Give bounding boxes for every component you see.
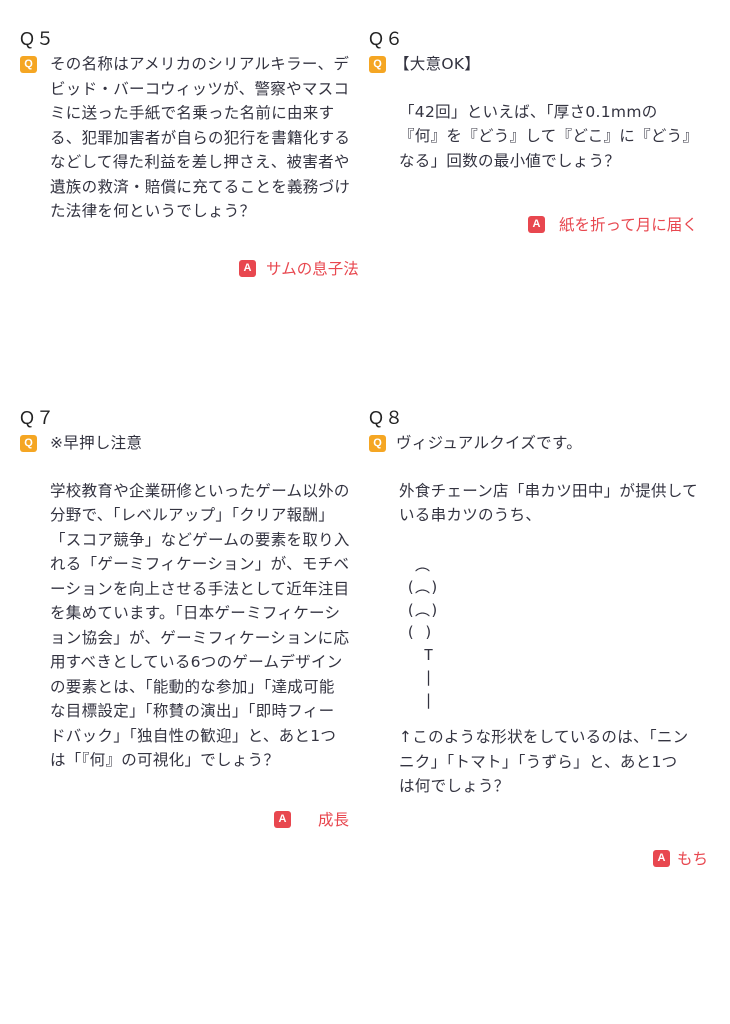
quiz-q6: Q６ Q 【大意OK】 「42回」といえば、「厚さ0.1mmの 『何』を『どう』… — [369, 28, 714, 173]
question-number: Q５ — [20, 29, 57, 49]
question-number: Q６ — [369, 29, 406, 49]
question-row: Q ヴィジュアルクイズです。 — [369, 431, 714, 456]
question-badge-icon: Q — [20, 435, 37, 452]
answer-text: サムの息子法 — [266, 260, 359, 278]
quiz-q8: Q８ Q ヴィジュアルクイズです。 外食チェーン店「串カツ田中」が提供して いる… — [369, 407, 714, 799]
question-text: ↑このような形状をしているのは、「ニン ニク」「トマト」「うずら」と、あと1つ … — [399, 728, 689, 795]
quiz-q7: Q７ Q ※早押し注意 学校教育や企業研修といったゲーム以外の 分野で、「レベル… — [20, 407, 365, 773]
question-row: Q その名称はアメリカのシリアルキラー、デ ビッド・バーコウィッツが、警察やマス… — [20, 52, 365, 224]
quiz-q5: Q５ Q その名称はアメリカのシリアルキラー、デ ビッド・バーコウィッツが、警察… — [20, 28, 365, 224]
question-text: 「42回」といえば、「厚さ0.1mmの 『何』を『どう』して『どこ』に『どう』 … — [399, 102, 699, 170]
answer-q7: A 成長 — [274, 808, 349, 830]
question-badge-icon: Q — [369, 435, 386, 452]
question-number: Q７ — [20, 408, 57, 428]
answer-badge-icon: A — [528, 215, 545, 233]
question-badge-icon: Q — [369, 56, 386, 73]
answer-q8: A もち — [653, 847, 708, 869]
answer-badge-icon: A — [653, 849, 670, 867]
answer-text: もち — [677, 850, 709, 868]
answer-q5: A サムの息子法 — [239, 257, 359, 279]
question-number: Q８ — [369, 408, 406, 428]
question-row: Q 【大意OK】 — [369, 52, 714, 77]
question-text: その名称はアメリカのシリアルキラー、デ ビッド・バーコウィッツが、警察やマスコ … — [50, 55, 351, 220]
answer-text: 紙を折って月に届く — [559, 216, 698, 234]
answer-badge-icon: A — [239, 259, 256, 277]
question-note: 【大意OK】 — [394, 55, 481, 73]
skewer-illustration: ︵ (︵) (︵) ( ) T | | — [406, 555, 440, 709]
question-badge-icon: Q — [20, 56, 37, 73]
question-note: ※早押し注意 — [50, 434, 143, 452]
question-note: ヴィジュアルクイズです。 — [396, 434, 583, 452]
question-text: 学校教育や企業研修といったゲーム以外の 分野で、「レベルアップ」「クリア報酬」 … — [50, 481, 350, 770]
question-intro: 外食チェーン店「串カツ田中」が提供して いる串カツのうち、 — [399, 481, 698, 525]
question-row: Q ※早押し注意 — [20, 431, 365, 456]
answer-q6: A 紙を折って月に届く — [528, 213, 698, 235]
answer-badge-icon: A — [274, 810, 291, 828]
answer-text: 成長 — [318, 811, 350, 829]
